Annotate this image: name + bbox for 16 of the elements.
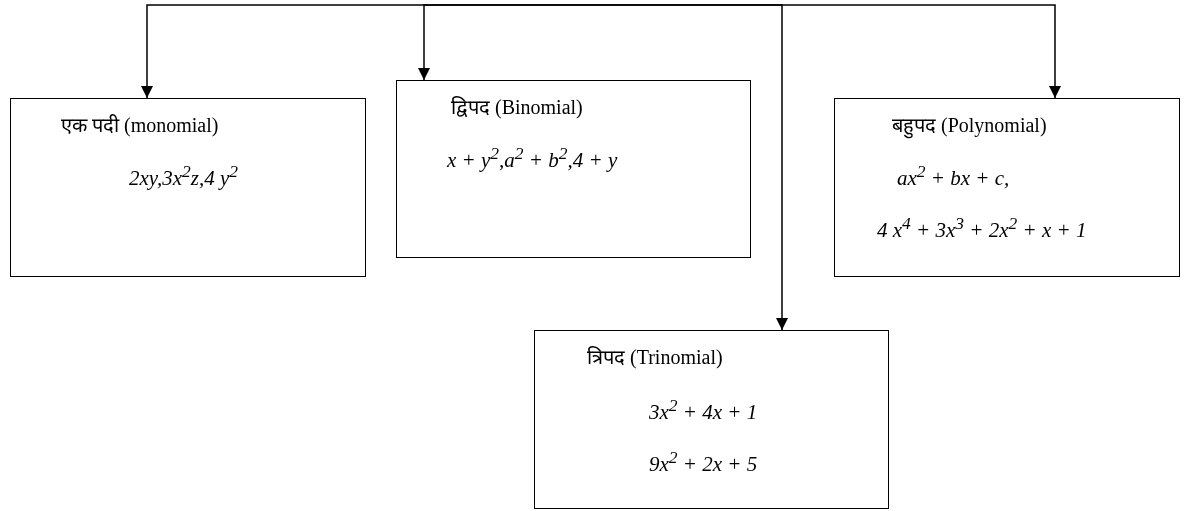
formula-text: x + y$^{2}$,a$^{2}$ + b$^{2}$,4 + y <box>447 143 618 173</box>
category-box <box>834 98 1180 277</box>
formula-text: 3x$^{2}$ + 4x + 1 <box>649 395 758 425</box>
formula-text: 2xy,3x$^{2}$z,4 y$^{2}$ <box>129 161 239 191</box>
heading-text: त्रिपद (Trinomial) <box>587 345 723 370</box>
category-box <box>10 98 366 277</box>
category-box <box>534 330 889 509</box>
arrow <box>600 4 1061 99</box>
arrow <box>418 4 602 81</box>
formula-text: 9x$^{2}$ + 2x + 5 <box>649 447 758 477</box>
heading-text: बहुपद (Polynomial) <box>892 111 1047 138</box>
formula-text: ax$^{2}$ + bx + c, <box>897 161 1010 191</box>
category-box <box>396 80 751 258</box>
heading-text: एक पदी (monomial) <box>61 113 219 138</box>
formula-text: 4 x$^{4}$ + 3x$^{3}$ + 2x$^{2}$ + x + 1 <box>877 213 1087 243</box>
heading-text: द्विपद (Binomial) <box>451 95 583 120</box>
